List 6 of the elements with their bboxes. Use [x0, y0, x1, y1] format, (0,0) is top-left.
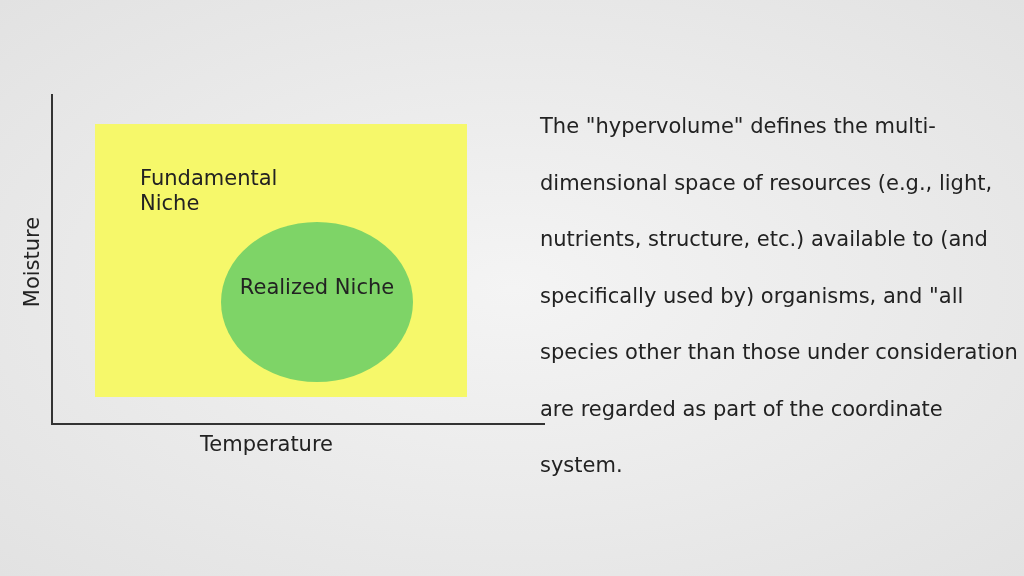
niche-label: Fundamental Niche [140, 166, 279, 216]
fundamental-niche-area [95, 124, 467, 397]
description-paragraph: The "hypervolume" defines the multi-dimensional space of resources (e.g., light, nutrients, structure, etc.) available to (and specifically used by) organisms, and "all species other than those under consideration are regarded as part of the coordinate system. [540, 113, 1019, 479]
axis-label: Temperature [200, 432, 334, 456]
niche-label: Realized Niche [238, 275, 396, 300]
axis-label: Moisture [20, 216, 44, 308]
